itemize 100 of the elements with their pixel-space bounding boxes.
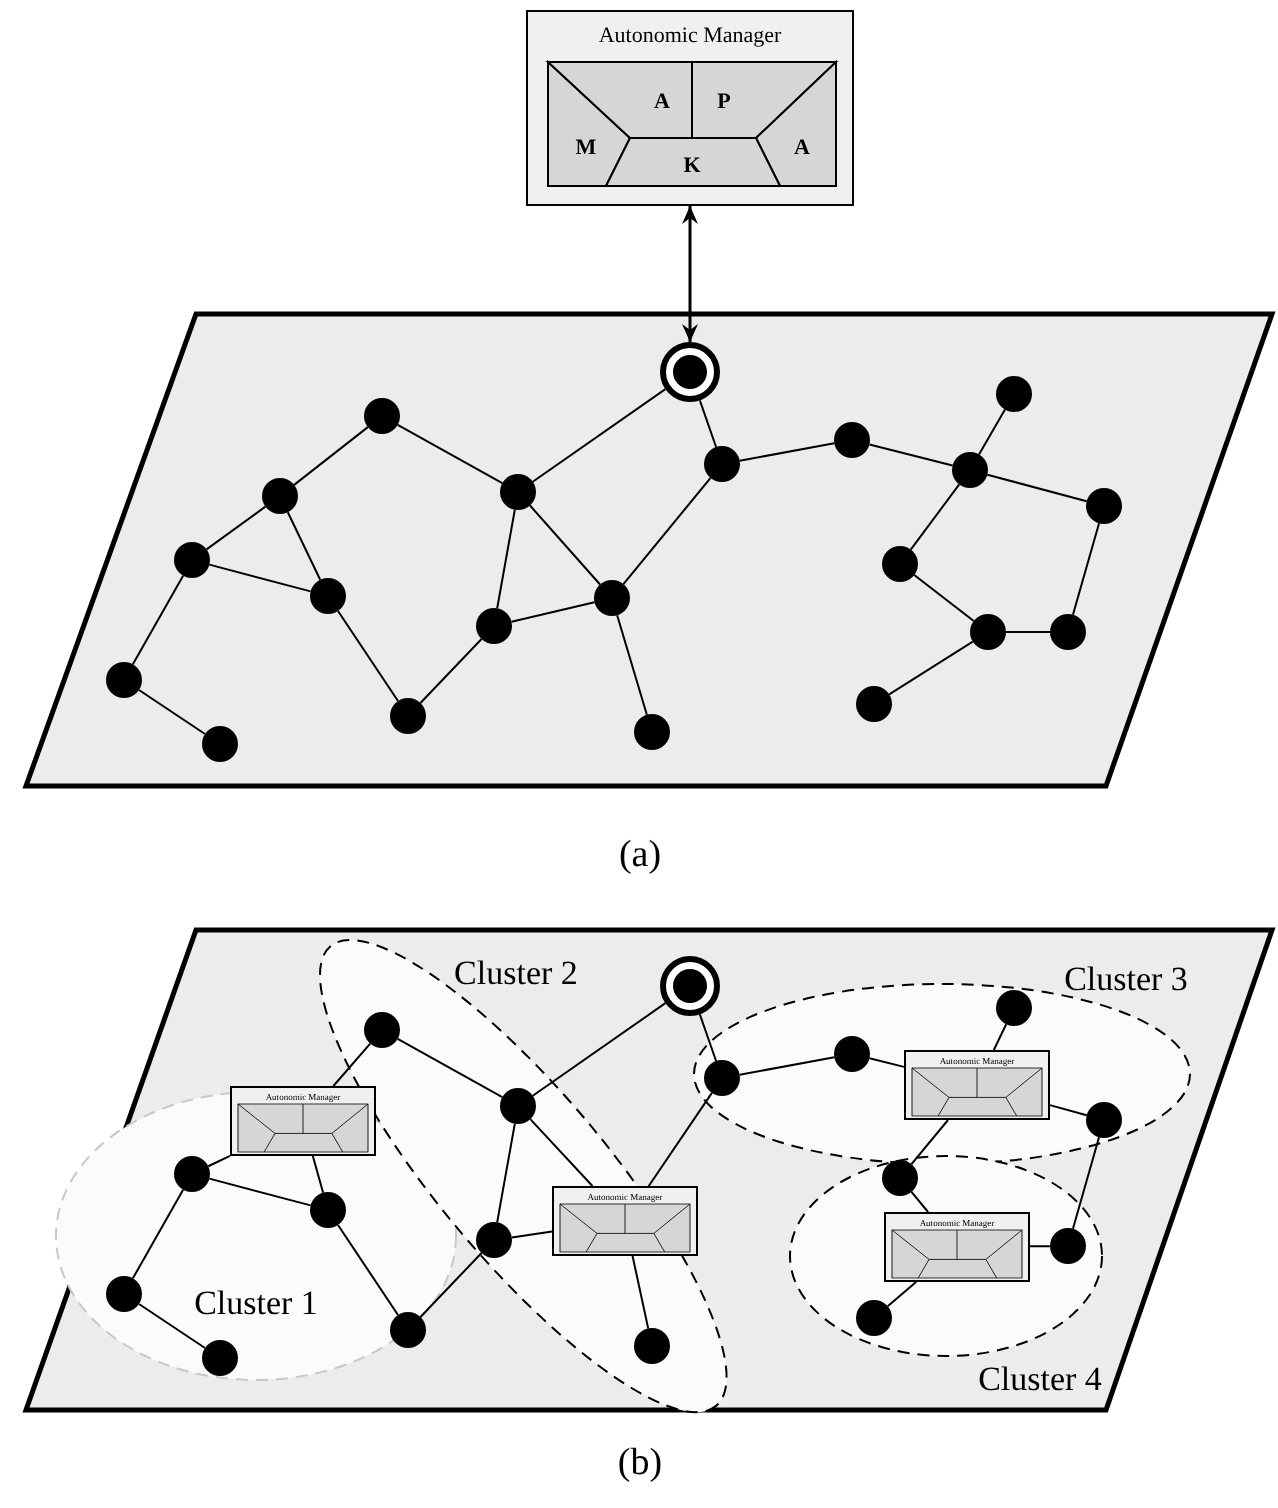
- network-node: [170, 1152, 214, 1196]
- connection-line: [529, 1118, 594, 1187]
- connection-line: [888, 640, 974, 696]
- connection-line: [616, 614, 648, 716]
- connection-line: [332, 1042, 372, 1087]
- network-node: [1046, 1224, 1090, 1268]
- connection-line: [1029, 1245, 1051, 1248]
- network-node: [360, 394, 404, 438]
- connection-line: [698, 399, 718, 448]
- network-node: [590, 576, 634, 620]
- connection-line: [909, 483, 961, 551]
- connection-line: [205, 505, 267, 551]
- connection-line: [208, 563, 312, 593]
- network-node: [359, 1007, 404, 1052]
- connection-line: [131, 1188, 185, 1280]
- manager-title: Autonomic Manager: [596, 24, 784, 48]
- connection-line: [311, 1155, 325, 1194]
- connection-line: [886, 1281, 918, 1308]
- network-node: [496, 470, 540, 514]
- network-node: [852, 682, 896, 726]
- network-node: [992, 372, 1036, 416]
- connection-line: [868, 443, 954, 467]
- panel-label: (b): [615, 1440, 665, 1488]
- connection-line: [631, 1255, 650, 1330]
- connection-line: [1005, 631, 1051, 633]
- connection-line: [138, 1303, 206, 1349]
- connection-line: [738, 442, 836, 462]
- connection-line: [531, 388, 667, 483]
- network-plane: [22, 310, 1276, 790]
- connection-line: [868, 1057, 905, 1068]
- connection-line: [986, 473, 1088, 503]
- connection-line: [419, 1252, 483, 1318]
- network-node: [102, 1272, 146, 1316]
- connection-line: [293, 426, 369, 486]
- connection-line: [913, 574, 975, 622]
- network-node: [992, 986, 1036, 1030]
- network-node: [386, 694, 430, 738]
- connection-line: [978, 408, 1006, 456]
- connection-line: [992, 1023, 1008, 1051]
- connection-line: [208, 1177, 312, 1207]
- connection-line: [138, 689, 206, 735]
- network-node: [472, 604, 516, 648]
- cluster-label: Cluster 2: [452, 953, 580, 994]
- network-plane: [22, 926, 1276, 1414]
- network-node: [1082, 484, 1126, 528]
- network-node: [198, 1336, 242, 1380]
- connection-line: [207, 1154, 231, 1168]
- connection-line: [337, 1224, 399, 1316]
- connection-line: [396, 423, 504, 485]
- connection-line: [738, 1056, 836, 1076]
- network-node: [1046, 610, 1090, 654]
- connection-line: [1049, 1104, 1088, 1117]
- network-node: [630, 710, 674, 754]
- cluster-ellipse: [52, 1088, 460, 1384]
- network-node: [878, 1156, 922, 1200]
- component-region: A: [756, 62, 836, 186]
- network-node: [102, 658, 146, 702]
- connection-line: [496, 1122, 516, 1224]
- connection-line: [910, 1119, 949, 1166]
- manager-box: [884, 1212, 1030, 1282]
- connection-line: [286, 511, 322, 581]
- network-node: [306, 574, 350, 618]
- connection-line: [622, 476, 712, 586]
- connection-line: [496, 508, 516, 610]
- network-node: [948, 448, 992, 492]
- connection-line: [910, 1190, 930, 1213]
- manager-box: [904, 1050, 1050, 1120]
- double-headed-arrow: [682, 206, 698, 342]
- cluster-label: Cluster 4: [976, 1360, 1104, 1400]
- connection-line: [1071, 1136, 1101, 1230]
- connection-line: [131, 574, 185, 666]
- panel-label: (a): [616, 832, 664, 880]
- component-region: A: [548, 62, 692, 138]
- network-node: [830, 1032, 874, 1076]
- connection-line: [531, 1002, 667, 1097]
- connection-line: [698, 1013, 718, 1062]
- network-node: [629, 1323, 674, 1368]
- manager-box: [551, 1185, 698, 1256]
- connection-line: [419, 638, 483, 704]
- connection-line: [647, 1091, 713, 1187]
- cluster-label: Cluster 1: [192, 1284, 320, 1324]
- network-node: [878, 542, 922, 586]
- component-region: M: [548, 62, 630, 186]
- network-node: [830, 418, 874, 462]
- manager-box: [526, 10, 854, 206]
- network-node: [495, 1083, 540, 1128]
- network-node: [198, 722, 242, 766]
- network-node: [170, 538, 214, 582]
- connection-line: [396, 1037, 504, 1099]
- network-node: [966, 610, 1010, 654]
- network-node: [852, 1296, 896, 1340]
- network-node: [1082, 1098, 1126, 1142]
- network-node: [471, 1217, 516, 1262]
- cluster-label: Cluster 3: [1062, 960, 1190, 1000]
- manager-box: [230, 1086, 376, 1156]
- connection-line: [337, 610, 399, 702]
- network-node: [700, 1056, 744, 1100]
- connection-line: [510, 601, 596, 623]
- network-node: [700, 442, 744, 486]
- network-node: [306, 1188, 350, 1232]
